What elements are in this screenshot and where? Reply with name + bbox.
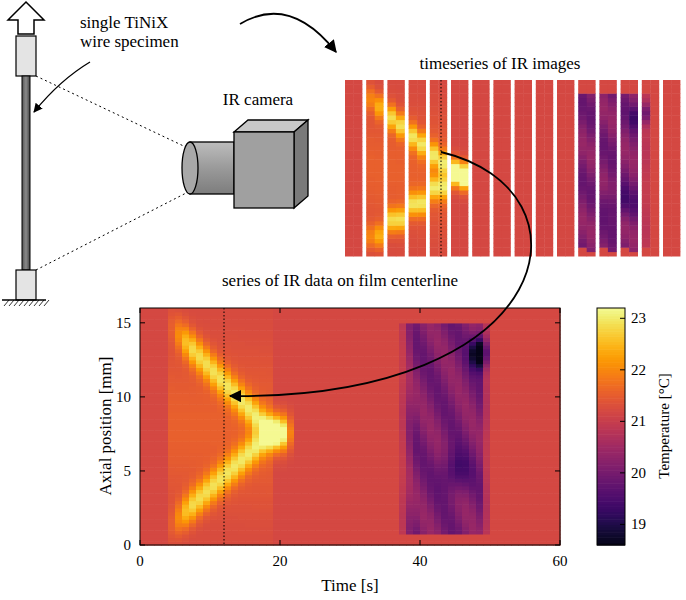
tick-label: 15 bbox=[116, 315, 131, 332]
colorbar-tick: 23 bbox=[631, 310, 646, 327]
lower-grip bbox=[16, 270, 36, 300]
load-arrow bbox=[8, 2, 44, 34]
tick-label: 0 bbox=[124, 537, 132, 554]
ir-image-strips bbox=[345, 80, 680, 257]
time-marker bbox=[441, 80, 442, 258]
heatmap bbox=[140, 308, 561, 546]
tick-label: 20 bbox=[273, 553, 288, 570]
axes bbox=[140, 308, 625, 545]
leader-arrow bbox=[34, 62, 90, 112]
tick-label: 40 bbox=[413, 553, 428, 570]
colorbar-title: Temperature [°C] bbox=[656, 373, 673, 478]
axis-title: Time [s] bbox=[321, 577, 378, 596]
tick-label: 0 bbox=[136, 553, 144, 570]
tick-label: 10 bbox=[116, 389, 131, 406]
camera-label: IR camera bbox=[223, 91, 293, 110]
centerline-label: series of IR data on film centerline bbox=[222, 272, 458, 291]
tick-label: 5 bbox=[124, 463, 132, 480]
specimen-label: single TiNiX wire specimen bbox=[80, 14, 202, 51]
curved-arrow bbox=[240, 14, 336, 52]
tick-label: 60 bbox=[553, 553, 568, 570]
wire bbox=[22, 76, 30, 270]
ground-hatch bbox=[4, 300, 49, 306]
time-marker bbox=[224, 308, 225, 545]
axis-title: Axial position [mm] bbox=[97, 357, 116, 496]
view-line bbox=[36, 190, 192, 270]
upper-grip bbox=[16, 36, 36, 76]
colorbar-tick: 19 bbox=[631, 516, 646, 533]
colorbar bbox=[597, 308, 625, 546]
ir-camera bbox=[182, 120, 308, 208]
colorbar-tick: 20 bbox=[631, 465, 646, 482]
colorbar-tick: 21 bbox=[631, 413, 646, 430]
colorbar-tick: 22 bbox=[631, 362, 646, 379]
view-line bbox=[36, 76, 192, 150]
images-label: timeseries of IR images bbox=[420, 55, 581, 74]
